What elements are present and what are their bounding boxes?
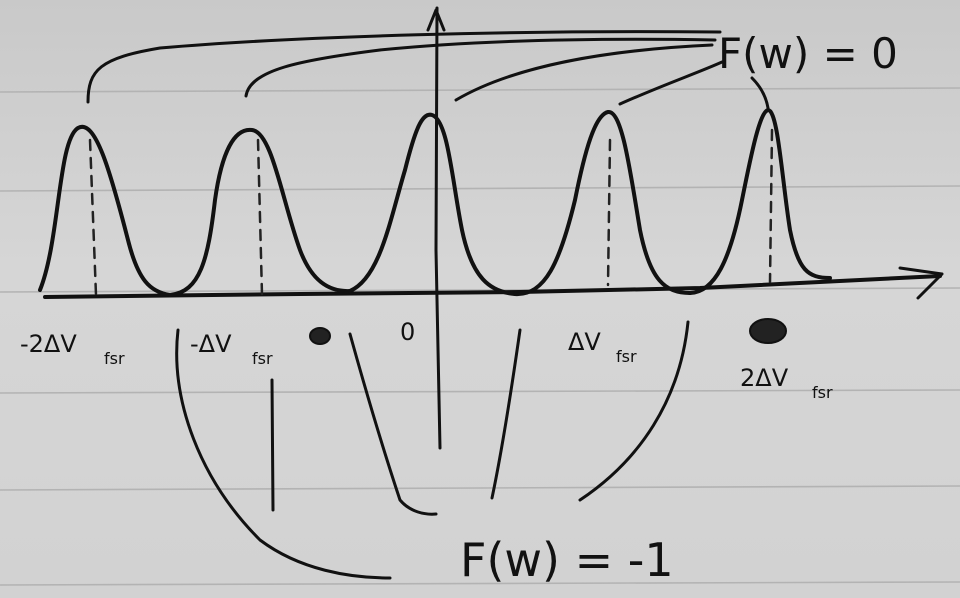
ruled-lines xyxy=(0,87,960,586)
tick-label-pos2: 2ΔV fsr xyxy=(740,364,833,402)
tick-label-pos1: ΔV fsr xyxy=(568,328,637,366)
horizontal-axis-arrow xyxy=(898,266,944,300)
formula-f-equals-zero: F(w) = 0 xyxy=(718,29,898,78)
vertical-axis xyxy=(434,6,442,450)
svg-text:fsr: fsr xyxy=(616,347,637,366)
peak-pos1-centerline xyxy=(606,138,612,287)
tick-label-zero: 0 xyxy=(400,318,415,346)
tick-label-neg1: -ΔV fsr xyxy=(190,330,273,368)
peak-neg2-centerline xyxy=(88,138,98,297)
lower-pointer-lines xyxy=(175,320,690,580)
svg-text:fsr: fsr xyxy=(104,349,125,368)
vertical-axis-arrow xyxy=(426,8,446,32)
scribble-neg xyxy=(309,327,331,345)
svg-text:-ΔV: -ΔV xyxy=(190,330,232,358)
svg-text:0: 0 xyxy=(400,318,415,346)
peak-neg2 xyxy=(38,124,172,297)
svg-text:-2ΔV: -2ΔV xyxy=(20,330,77,358)
svg-text:fsr: fsr xyxy=(812,383,833,402)
peak-zero xyxy=(348,112,517,296)
peak-neg1-centerline xyxy=(256,138,264,297)
scribble-pos2 xyxy=(749,318,787,344)
svg-text:2ΔV: 2ΔV xyxy=(740,364,789,392)
peak-neg1 xyxy=(168,127,352,297)
peak-pos2-centerline xyxy=(768,128,774,284)
formula-f-equals-minus-one: F(w) = -1 xyxy=(460,533,674,587)
svg-text:ΔV: ΔV xyxy=(568,328,601,356)
peak-pos1 xyxy=(513,110,692,297)
peak-pos2 xyxy=(688,108,832,295)
upper-pointer-lines xyxy=(86,30,770,110)
tick-label-neg2: -2ΔV fsr xyxy=(20,330,125,368)
svg-text:fsr: fsr xyxy=(252,349,273,368)
